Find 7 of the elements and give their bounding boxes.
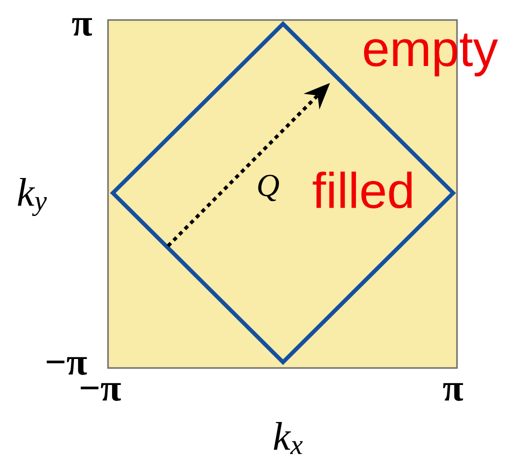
axis-label: k$_{y}$	[18, 178, 47, 216]
axis-label: Q	[258, 174, 279, 202]
axis-label: π	[72, 18, 92, 36]
axis-label: π	[443, 383, 464, 401]
axis-label: −π	[46, 357, 87, 375]
axis-label: k$_{x}$	[274, 422, 303, 454]
axis-label: −π	[80, 383, 121, 401]
